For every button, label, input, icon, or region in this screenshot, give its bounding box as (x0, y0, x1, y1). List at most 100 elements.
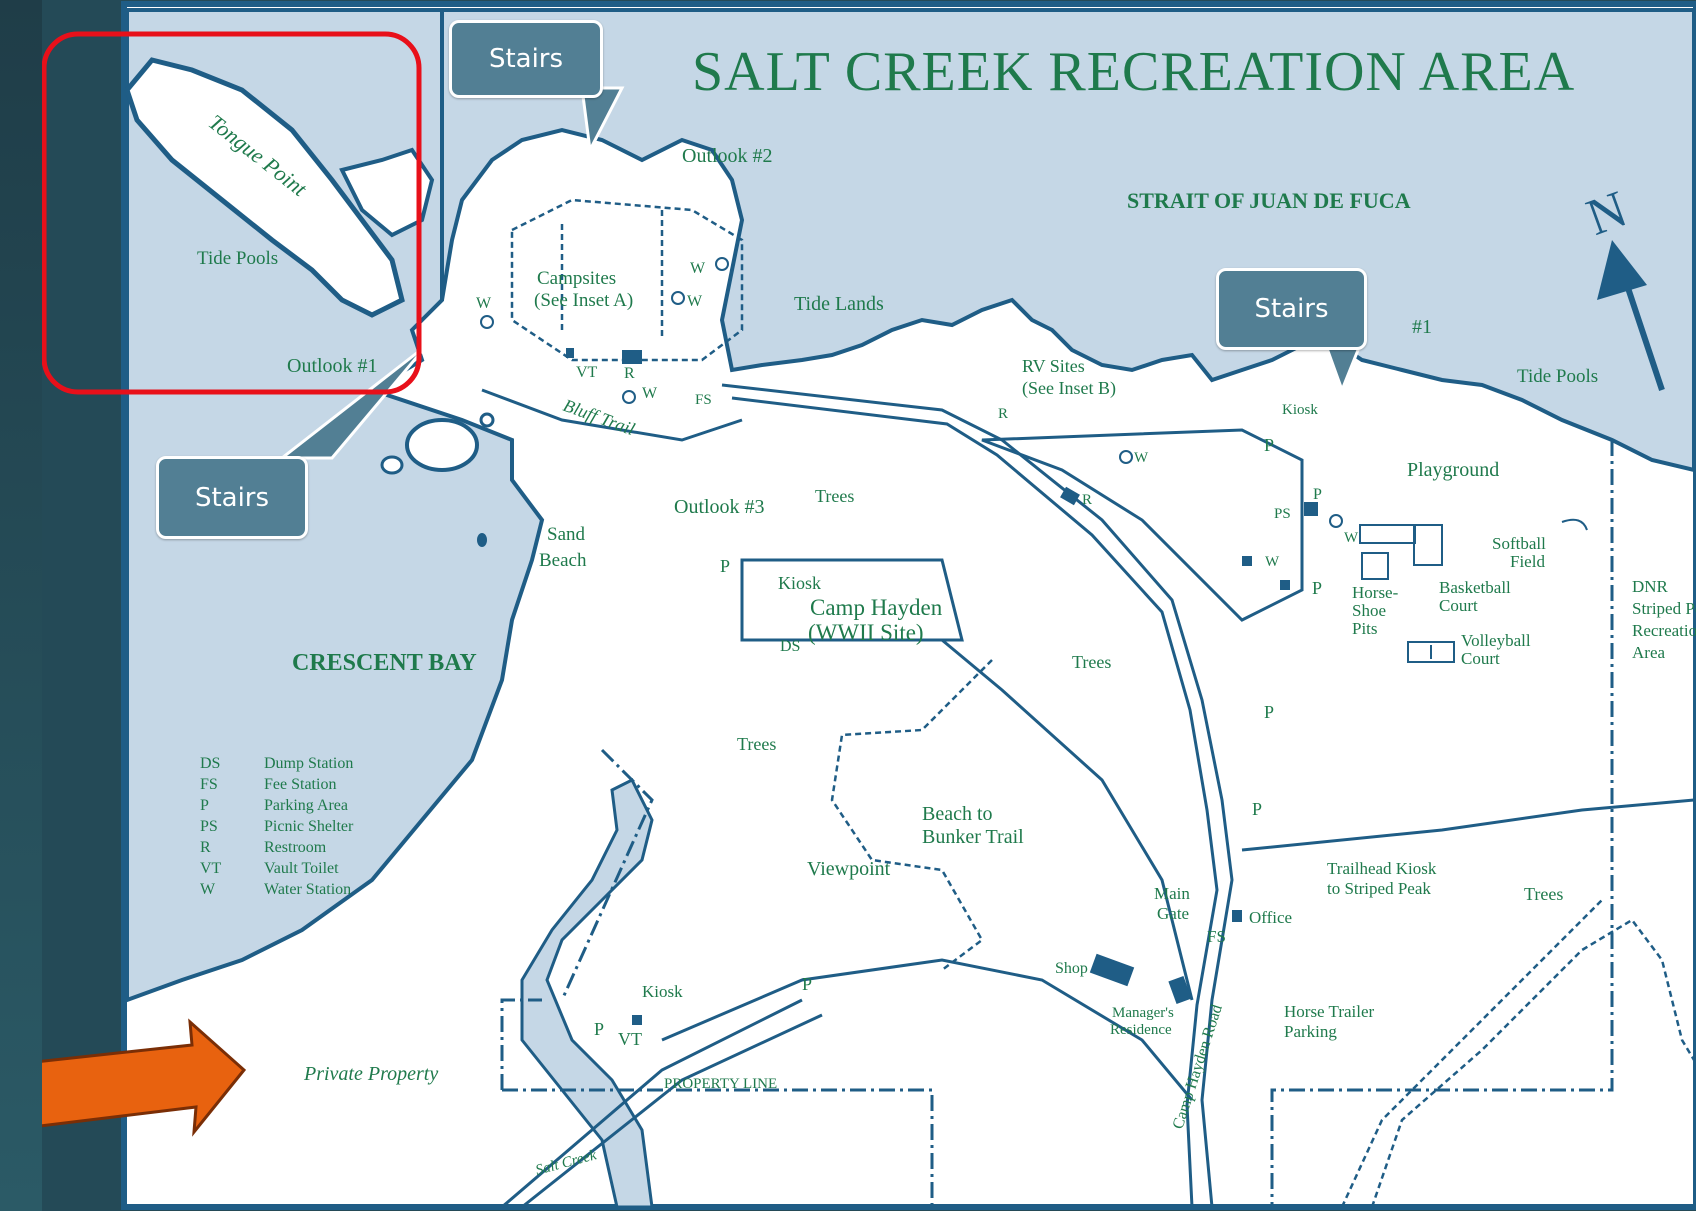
outlook1-label: Outlook #1 (287, 355, 378, 377)
restroom-label: R (624, 365, 635, 382)
outlook3-label: Outlook #3 (674, 496, 765, 518)
rv-sites-label: RV Sites (1022, 356, 1085, 376)
water-station-label: W (476, 295, 492, 312)
softball-field-label: Field (1510, 552, 1545, 571)
viewpoint-label: Viewpoint (807, 858, 891, 880)
legend-code: P (200, 797, 209, 814)
island (479, 412, 495, 428)
crescent-bay-water (125, 8, 545, 1003)
parking-label: P (1264, 435, 1274, 455)
map-legend: DS Dump Station FS Fee Station P Parking… (200, 755, 354, 898)
dnr-label-4: Area (1632, 643, 1665, 662)
stairs-callout: Stairs (449, 20, 603, 98)
parking-label: P (594, 1019, 604, 1039)
fee-station-label: FS (695, 392, 712, 408)
dnr-label-2: Striped Peak (1632, 599, 1696, 618)
trees-label: Trees (737, 734, 776, 754)
trees-label: Trees (1524, 884, 1563, 904)
residence-label: Residence (1110, 1022, 1172, 1038)
kiosk-label: Kiosk (642, 982, 683, 1001)
parking-label: P (1312, 578, 1322, 598)
water-station-label: W (642, 385, 658, 402)
camp-hayden-wwii-label: (WWII Site) (808, 620, 924, 645)
kiosk-label: Kiosk (1282, 402, 1318, 418)
legend-desc: Picnic Shelter (264, 818, 354, 835)
highlight-box (42, 31, 422, 395)
horse-trailer-parking-label: Parking (1284, 1022, 1337, 1041)
tide-lands-label: Tide Lands (794, 293, 884, 315)
bunker-trail-label: Bunker Trail (922, 826, 1024, 848)
main-gate-label: Main (1154, 884, 1190, 903)
water-station-label: W (1134, 450, 1149, 466)
horseshoe-label-3: Pits (1352, 619, 1378, 638)
orange-arrow (42, 1018, 247, 1137)
water-station-markers (480, 257, 1343, 528)
tongue-point-island (339, 147, 435, 238)
parking-label: P (1252, 799, 1262, 819)
restroom-label: R (998, 406, 1008, 422)
island (477, 533, 487, 547)
dnr-label: DNR (1632, 577, 1669, 596)
water-station-label: W (690, 260, 706, 277)
legend-desc: Restroom (264, 839, 327, 856)
parking-label: P (1313, 486, 1322, 503)
parking-label: P (1264, 702, 1274, 722)
legend-code: FS (200, 776, 218, 793)
basketball-court-label: Court (1439, 596, 1478, 615)
sand-beach-label: Sand (547, 524, 586, 545)
beach-trail-label: Beach to (922, 803, 993, 825)
water-station-label: W (687, 293, 703, 310)
island (380, 455, 404, 475)
tongue-point-land (124, 57, 405, 318)
private-property-label: Private Property (303, 1063, 438, 1085)
legend-code: DS (200, 755, 220, 772)
rv-sites-inset-label: (See Inset B) (1022, 378, 1116, 399)
island (405, 418, 479, 472)
horseshoe-label: Horse- (1352, 583, 1399, 602)
manager-label: Manager's (1112, 1005, 1174, 1021)
sand-beach-label-2: Beach (539, 550, 587, 571)
legend-desc: Fee Station (264, 776, 336, 793)
strait-water (440, 8, 1696, 473)
slide-left-bar (0, 0, 42, 1211)
trees-label: Trees (815, 486, 854, 506)
legend-code: PS (200, 818, 218, 835)
tide-pools-east-label: Tide Pools (1517, 366, 1598, 387)
campsites-label: Campsites (537, 268, 616, 289)
roads (481, 383, 1695, 1209)
volleyball-court-label: Court (1461, 649, 1500, 668)
playground-label: Playground (1407, 459, 1499, 481)
picnic-shelter-label: PS (1274, 506, 1291, 522)
horseshoe-label-2: Shoe (1352, 601, 1386, 620)
trailhead-striped-peak-label: to Striped Peak (1327, 879, 1431, 898)
outlook2-label: Outlook #2 (682, 145, 773, 167)
legend-desc: Vault Toilet (264, 860, 339, 877)
recreation-features (1359, 518, 1588, 663)
map-title: SALT CREEK RECREATION AREA (692, 41, 1575, 103)
crescent-bay-label: CRESCENT BAY (292, 650, 477, 676)
trails (510, 198, 1696, 1208)
restroom-label: R (1082, 492, 1092, 508)
stairs-callout: Stairs (156, 456, 308, 539)
camp-hayden-label: Camp Hayden (810, 595, 943, 620)
legend-desc: Water Station (264, 881, 351, 898)
legend-desc: Parking Area (264, 797, 348, 814)
parking-label: P (720, 556, 730, 576)
dnr-label-3: Recreation (1632, 621, 1696, 640)
property-boundaries (500, 440, 1614, 1207)
main-gate-label-2: Gate (1157, 904, 1189, 923)
trailhead-kiosk-label: Trailhead Kiosk (1327, 859, 1437, 878)
facility-markers (566, 348, 1318, 1025)
legend-code: R (200, 839, 211, 856)
horse-trailer-label: Horse Trailer (1284, 1002, 1375, 1021)
tide-pools-west-label: Tide Pools (197, 248, 278, 269)
dump-station-label: DS (780, 638, 800, 655)
salt-creek (520, 777, 654, 1209)
volleyball-label: Volleyball (1461, 631, 1531, 650)
parking-label: P (802, 974, 812, 994)
water-station-label: W (1265, 554, 1280, 570)
legend-desc: Dump Station (264, 755, 353, 772)
basketball-label: Basketball (1439, 578, 1511, 597)
vault-toilet-label: VT (576, 364, 598, 381)
